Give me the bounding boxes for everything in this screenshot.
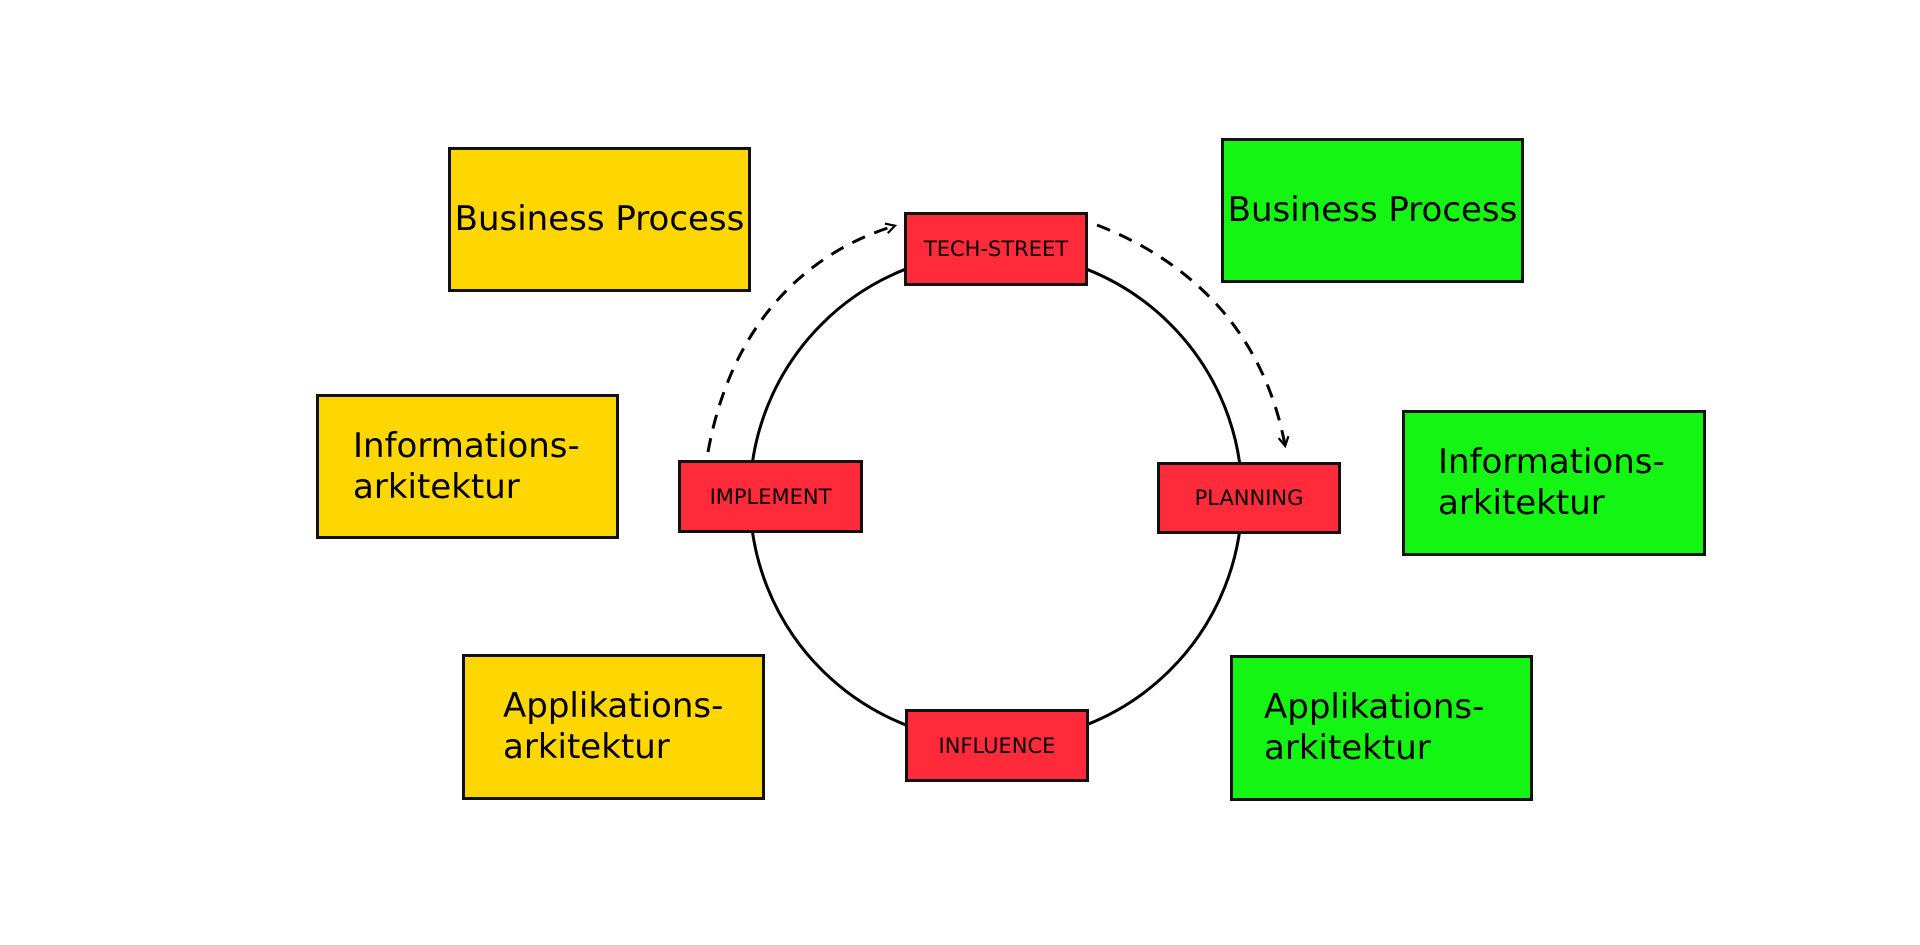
right-applikationsarkitektur-box[interactable]: Applikations- arkitektur (1230, 655, 1533, 801)
right-informationsarkitektur-label: Informations- arkitektur (1438, 442, 1665, 523)
cycle-node-influence[interactable]: INFLUENCE (905, 709, 1089, 782)
right-business-process-box[interactable]: Business Process (1221, 138, 1524, 283)
cycle-node-planning-label: PLANNING (1194, 486, 1304, 510)
arrow-tech-street-to-planning (1096, 223, 1285, 445)
left-applikationsarkitektur-label: Applikations- arkitektur (503, 686, 724, 767)
cycle-node-implement-label: IMPLEMENT (709, 484, 832, 509)
left-business-process-box[interactable]: Business Process (448, 147, 751, 292)
right-applikationsarkitektur-label: Applikations- arkitektur (1264, 687, 1485, 768)
left-informationsarkitektur-label: Informations- arkitektur (353, 425, 580, 507)
cycle-node-tech-street[interactable]: TECH-STREET (904, 212, 1088, 286)
cycle-node-influence-label: INFLUENCE (938, 733, 1056, 758)
left-informationsarkitektur-box[interactable]: Informations- arkitektur (316, 394, 619, 539)
cycle-node-implement[interactable]: IMPLEMENT (678, 460, 863, 533)
cycle-node-tech-street-label: TECH-STREET (923, 237, 1069, 261)
left-business-process-label: Business Process (454, 199, 745, 239)
arrow-implement-to-tech-street (706, 226, 894, 453)
cycle-node-planning[interactable]: PLANNING (1157, 462, 1341, 534)
left-applikationsarkitektur-box[interactable]: Applikations- arkitektur (462, 654, 765, 800)
right-informationsarkitektur-box[interactable]: Informations- arkitektur (1402, 410, 1706, 556)
right-business-process-label: Business Process (1227, 190, 1518, 230)
